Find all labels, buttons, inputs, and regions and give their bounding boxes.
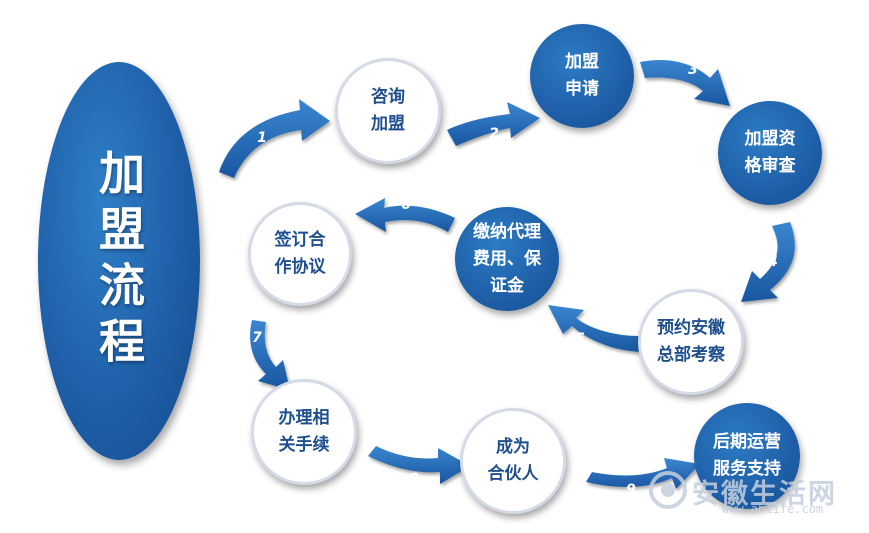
step-label-line: 费用、保: [473, 248, 541, 269]
flow-arrow-label: 9: [626, 482, 636, 498]
flow-arrow-label: 1: [257, 130, 267, 146]
step-label-line: 成为: [496, 437, 530, 457]
flow-arrow-5: [548, 305, 645, 352]
flow-arrow-3: [640, 59, 730, 106]
flow-arrow-label: 8: [409, 471, 419, 487]
step-label-line: 缴纳代理: [473, 221, 541, 242]
watermark-name: 安徽生活网: [692, 479, 837, 510]
step-label-line: 咨询: [371, 87, 405, 107]
step-label: 后期运营服务支持: [703, 429, 791, 483]
step-label: 成为合伙人: [478, 434, 549, 488]
flow-arrow-7: [250, 320, 290, 390]
step-label: 缴纳代理费用、保证金: [463, 219, 551, 300]
watermark: 安徽生活网 www.ahlife.com: [648, 464, 864, 524]
title-oval: 加盟流程: [38, 62, 200, 460]
step-node-5: 缴纳代理费用、保证金: [455, 207, 559, 311]
step-label-line: 加盟资: [744, 129, 796, 149]
flow-arrow-label: 6: [401, 197, 411, 213]
flow-arrow-2: [447, 102, 540, 146]
step-node-3: 加盟资格审查: [718, 101, 822, 205]
step-label: 加盟资格审查: [735, 126, 806, 180]
step-label-line: 证金: [490, 275, 524, 296]
step-label-line: 关手续: [278, 435, 330, 455]
step-label-line: 格审查: [744, 156, 796, 176]
watermark-url: www.ahlife.com: [722, 502, 824, 516]
step-label-line: 服务支持: [713, 459, 781, 479]
step-label-line: 总部考察: [657, 345, 725, 365]
flow-arrow-label: 3: [688, 62, 698, 78]
flow-arrow-label: 2: [489, 126, 499, 142]
step-node-8: 成为合伙人: [460, 408, 566, 514]
watermark-logo-icon: [649, 471, 687, 509]
step-label-line: 合伙人: [487, 464, 539, 484]
flow-arrow-label: 5: [575, 331, 585, 347]
step-node-1: 咨询加盟: [335, 58, 441, 164]
step-label-line: 签订合: [274, 230, 326, 250]
step-label-line: 加盟: [371, 114, 405, 134]
step-label-line: 预约安徽: [657, 318, 725, 338]
step-node-2: 加盟申请: [530, 24, 634, 128]
step-node-7: 办理相关手续: [251, 379, 357, 485]
flow-arrow-8: [368, 446, 470, 484]
step-label: 办理相关手续: [269, 405, 340, 459]
step-label: 签订合作协议: [265, 227, 336, 281]
flow-arrow-label: 7: [252, 330, 262, 346]
flow-arrow-9: [586, 458, 700, 489]
step-label: 加盟申请: [555, 49, 609, 103]
step-label-line: 后期运营: [713, 432, 781, 452]
step-label: 预约安徽总部考察: [647, 315, 735, 369]
flow-arrow-label: 4: [767, 254, 778, 270]
flow-arrow-6: [355, 198, 455, 232]
step-node-4: 预约安徽总部考察: [638, 289, 744, 395]
flow-arrow-4: [741, 222, 795, 302]
flow-arrow-1: [219, 99, 330, 178]
step-label: 咨询加盟: [361, 84, 415, 138]
step-node-6: 签订合作协议: [248, 202, 352, 306]
step-label-line: 办理相: [278, 408, 330, 428]
step-node-9: 后期运营服务支持: [694, 403, 800, 509]
step-label-line: 作协议: [274, 257, 326, 277]
step-label-line: 加盟: [565, 52, 599, 72]
diagram-title: 加盟流程: [92, 149, 146, 373]
step-label-line: 申请: [565, 79, 599, 99]
